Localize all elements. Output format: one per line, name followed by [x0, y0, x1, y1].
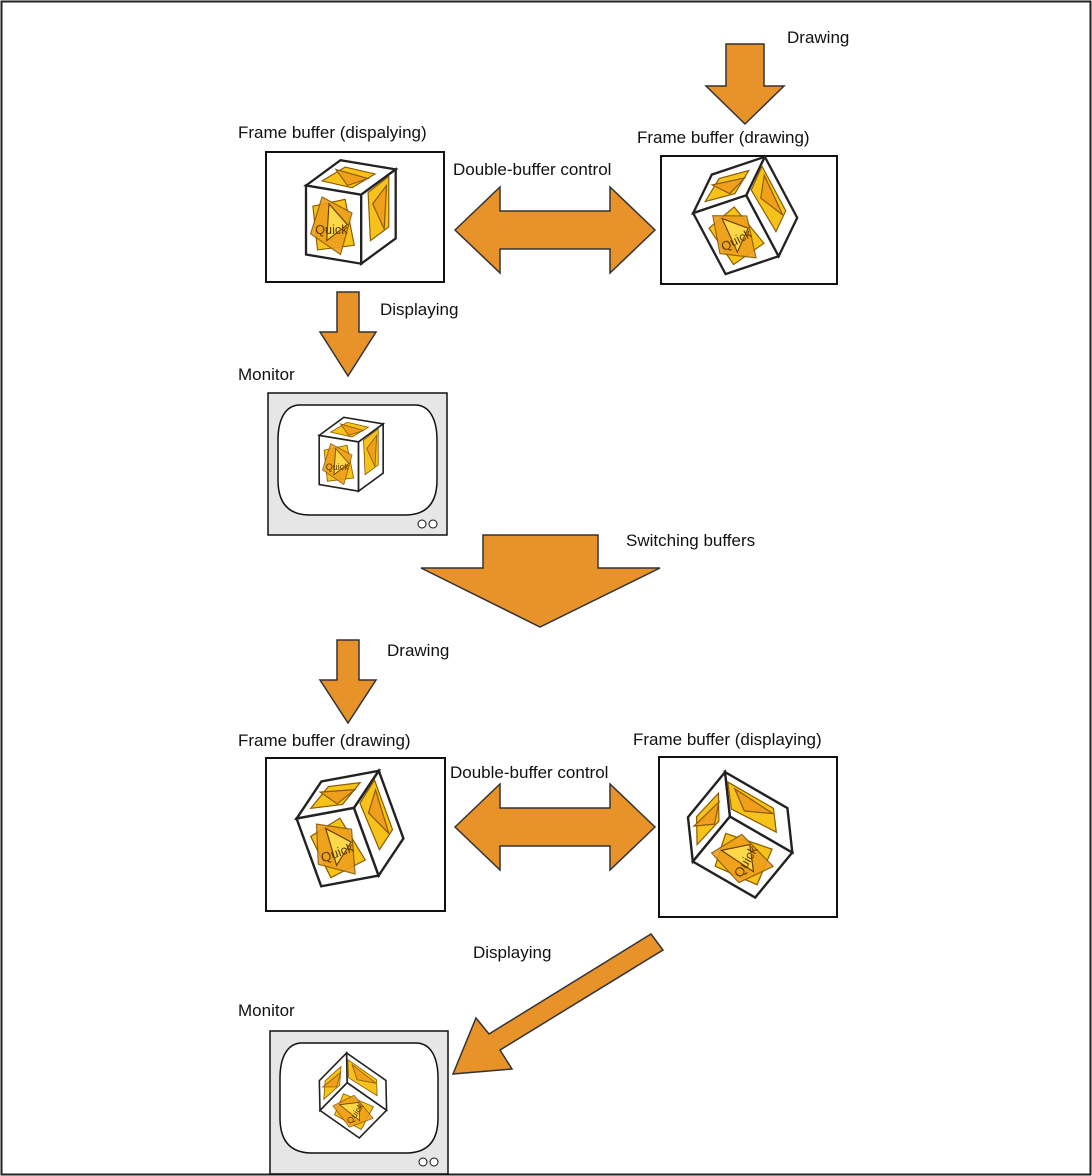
- double-buffer-label-top: Double-buffer control: [453, 160, 612, 179]
- switching-buffers-label: Switching buffers: [626, 531, 756, 550]
- double-buffer-arrow-bottom: [453, 782, 657, 872]
- monitor-top: [267, 392, 448, 536]
- displaying-arrow-bottom: [451, 933, 665, 1075]
- drawing-label-top: Drawing: [787, 28, 850, 47]
- frame-buffer-drawing-label-bottom: Frame buffer (drawing): [238, 731, 411, 750]
- monitor-label-top: Monitor: [238, 365, 295, 384]
- drawing-arrow-top: [704, 43, 786, 126]
- frame-buffer-drawing-label-top: Frame buffer (drawing): [637, 128, 810, 147]
- drawing-label-bottom: Drawing: [387, 641, 450, 660]
- switching-buffers-arrow: [420, 534, 661, 628]
- displaying-label-top: Displaying: [380, 300, 459, 319]
- monitor-bottom: [269, 1030, 449, 1175]
- double-buffer-label-bottom: Double-buffer control: [450, 763, 609, 782]
- drawing-arrow-bottom: [318, 639, 378, 725]
- displaying-label-bottom: Displaying: [473, 943, 552, 962]
- displaying-arrow-top: [318, 291, 378, 378]
- frame-buffer-displaying-label-bottom: Frame buffer (displaying): [633, 730, 822, 749]
- monitor-label-bottom: Monitor: [238, 1001, 295, 1020]
- cube-image: [318, 416, 384, 492]
- cube-image: [304, 159, 397, 265]
- frame-buffer-displaying-label-top: Frame buffer (dispalying): [238, 123, 427, 142]
- double-buffer-arrow-top: [453, 185, 657, 275]
